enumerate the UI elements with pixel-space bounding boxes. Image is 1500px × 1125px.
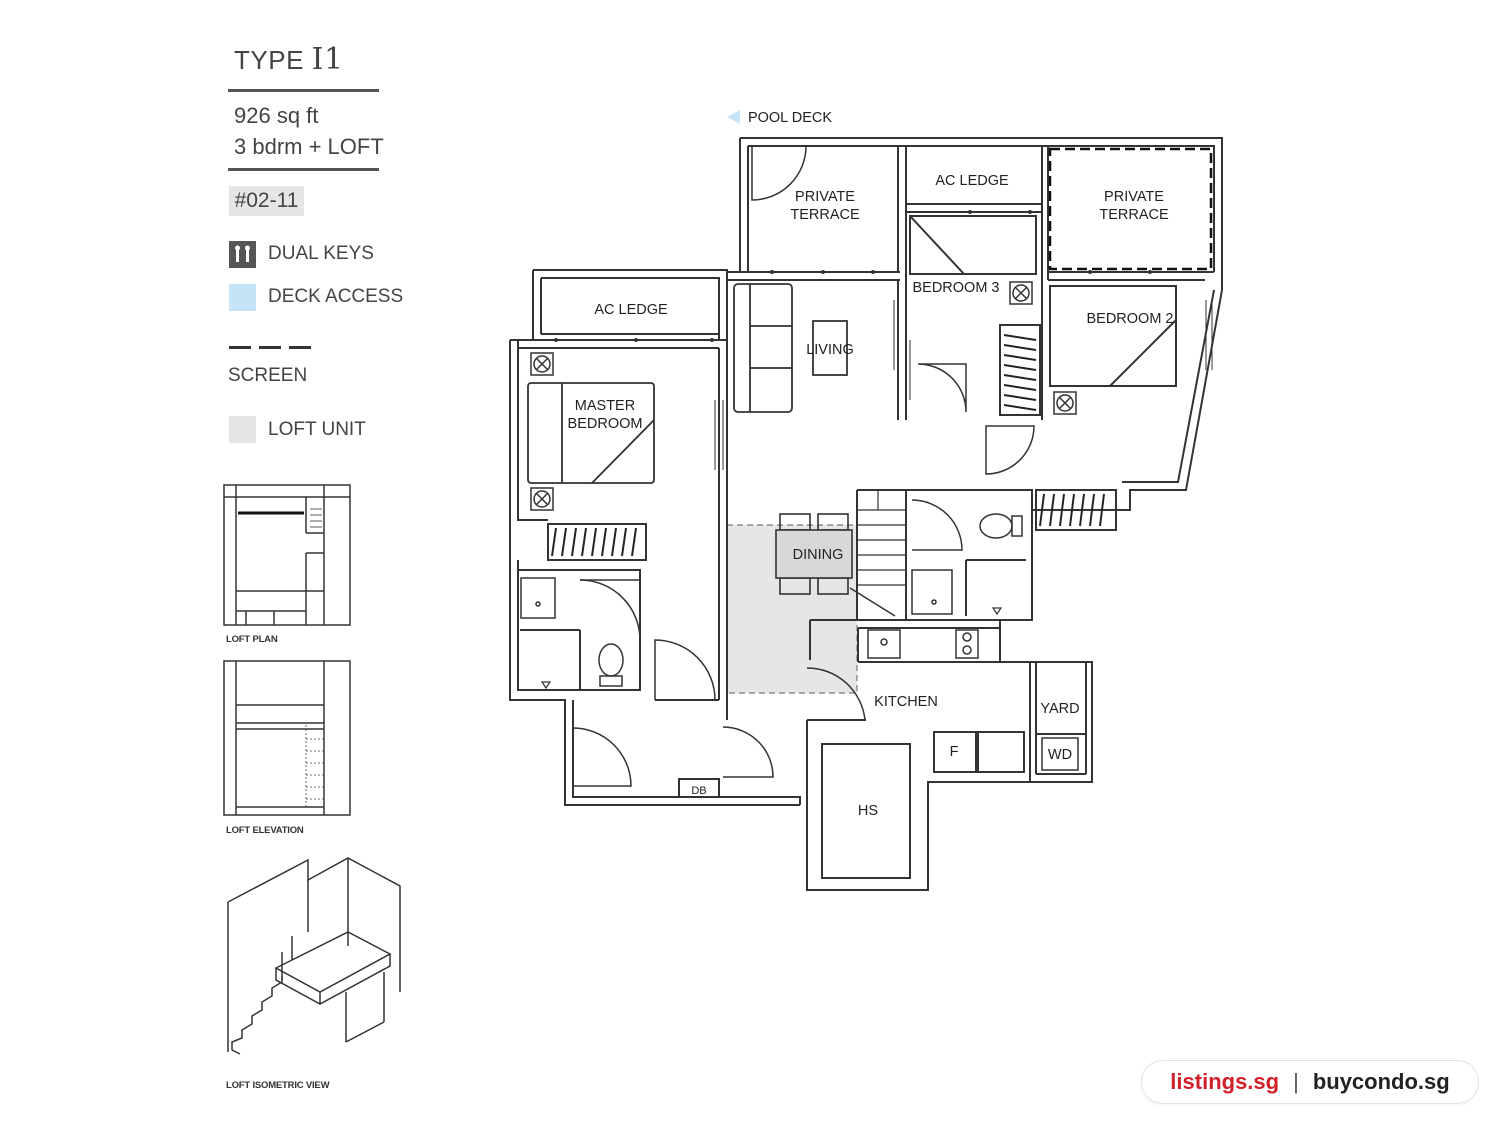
unit-type-title: TYPE I1 [234, 42, 344, 77]
type-prefix: TYPE [234, 45, 304, 75]
label-fridge: F [950, 744, 959, 760]
label-kitchen: KITCHEN [874, 694, 938, 710]
label-private-terrace-2b: TERRACE [1099, 207, 1169, 223]
label-private-terrace-1a: PRIVATE [795, 189, 855, 205]
loft-isometric-thumbnail [227, 857, 401, 1055]
loft-isometric-caption: LOFT ISOMETRIC VIEW [226, 1080, 330, 1091]
label-private-terrace-1b: TERRACE [790, 207, 860, 223]
legend-screen: SCREEN [228, 365, 308, 386]
label-master-a: MASTER [575, 398, 635, 414]
label-db: DB [691, 785, 706, 797]
unit-bedrooms: 3 bdrm + LOFT [234, 134, 384, 159]
label-living: LIVING [806, 342, 854, 358]
loft-plan-caption: LOFT PLAN [226, 634, 278, 645]
unit-area: 926 sq ft [234, 103, 319, 128]
label-bedroom-2: BEDROOM 2 [1086, 311, 1173, 327]
brand-separator: | [1293, 1069, 1299, 1094]
label-master-b: BEDROOM [568, 416, 643, 432]
loft-elevation-caption: LOFT ELEVATION [226, 825, 304, 836]
label-bedroom-3: BEDROOM 3 [912, 280, 999, 296]
legend-dual-keys: DUAL KEYS [268, 243, 374, 264]
legend-loft-unit: LOFT UNIT [268, 419, 366, 440]
loft-plan-thumbnail [223, 484, 351, 626]
label-hs: HS [858, 803, 878, 819]
label-dining: DINING [793, 547, 844, 563]
loft-unit-swatch [229, 416, 256, 443]
screen-line-icon [229, 346, 311, 349]
label-ac-ledge-top: AC LEDGE [935, 173, 1009, 189]
label-yard: YARD [1040, 701, 1079, 717]
legend-deck-access: DECK ACCESS [268, 286, 404, 307]
label-ac-ledge-left: AC LEDGE [594, 302, 668, 318]
unit-number-badge: #02-11 [229, 186, 304, 216]
type-code: I1 [311, 42, 344, 77]
loft-elevation-thumbnail [223, 660, 351, 816]
dual-keys-icon [229, 241, 256, 268]
brand-badge: listings.sg | buycondo.sg [1141, 1060, 1479, 1104]
deck-access-arrow-icon [727, 110, 740, 124]
spec-divider [228, 168, 379, 171]
label-private-terrace-2a: PRIVATE [1104, 189, 1164, 205]
label-pool-deck: POOL DECK [748, 110, 832, 126]
brand-listings[interactable]: listings.sg [1170, 1069, 1280, 1094]
label-wd: WD [1048, 747, 1072, 763]
title-divider [228, 89, 379, 92]
deck-access-swatch [229, 284, 256, 311]
brand-buycondo[interactable]: buycondo.sg [1312, 1069, 1450, 1094]
